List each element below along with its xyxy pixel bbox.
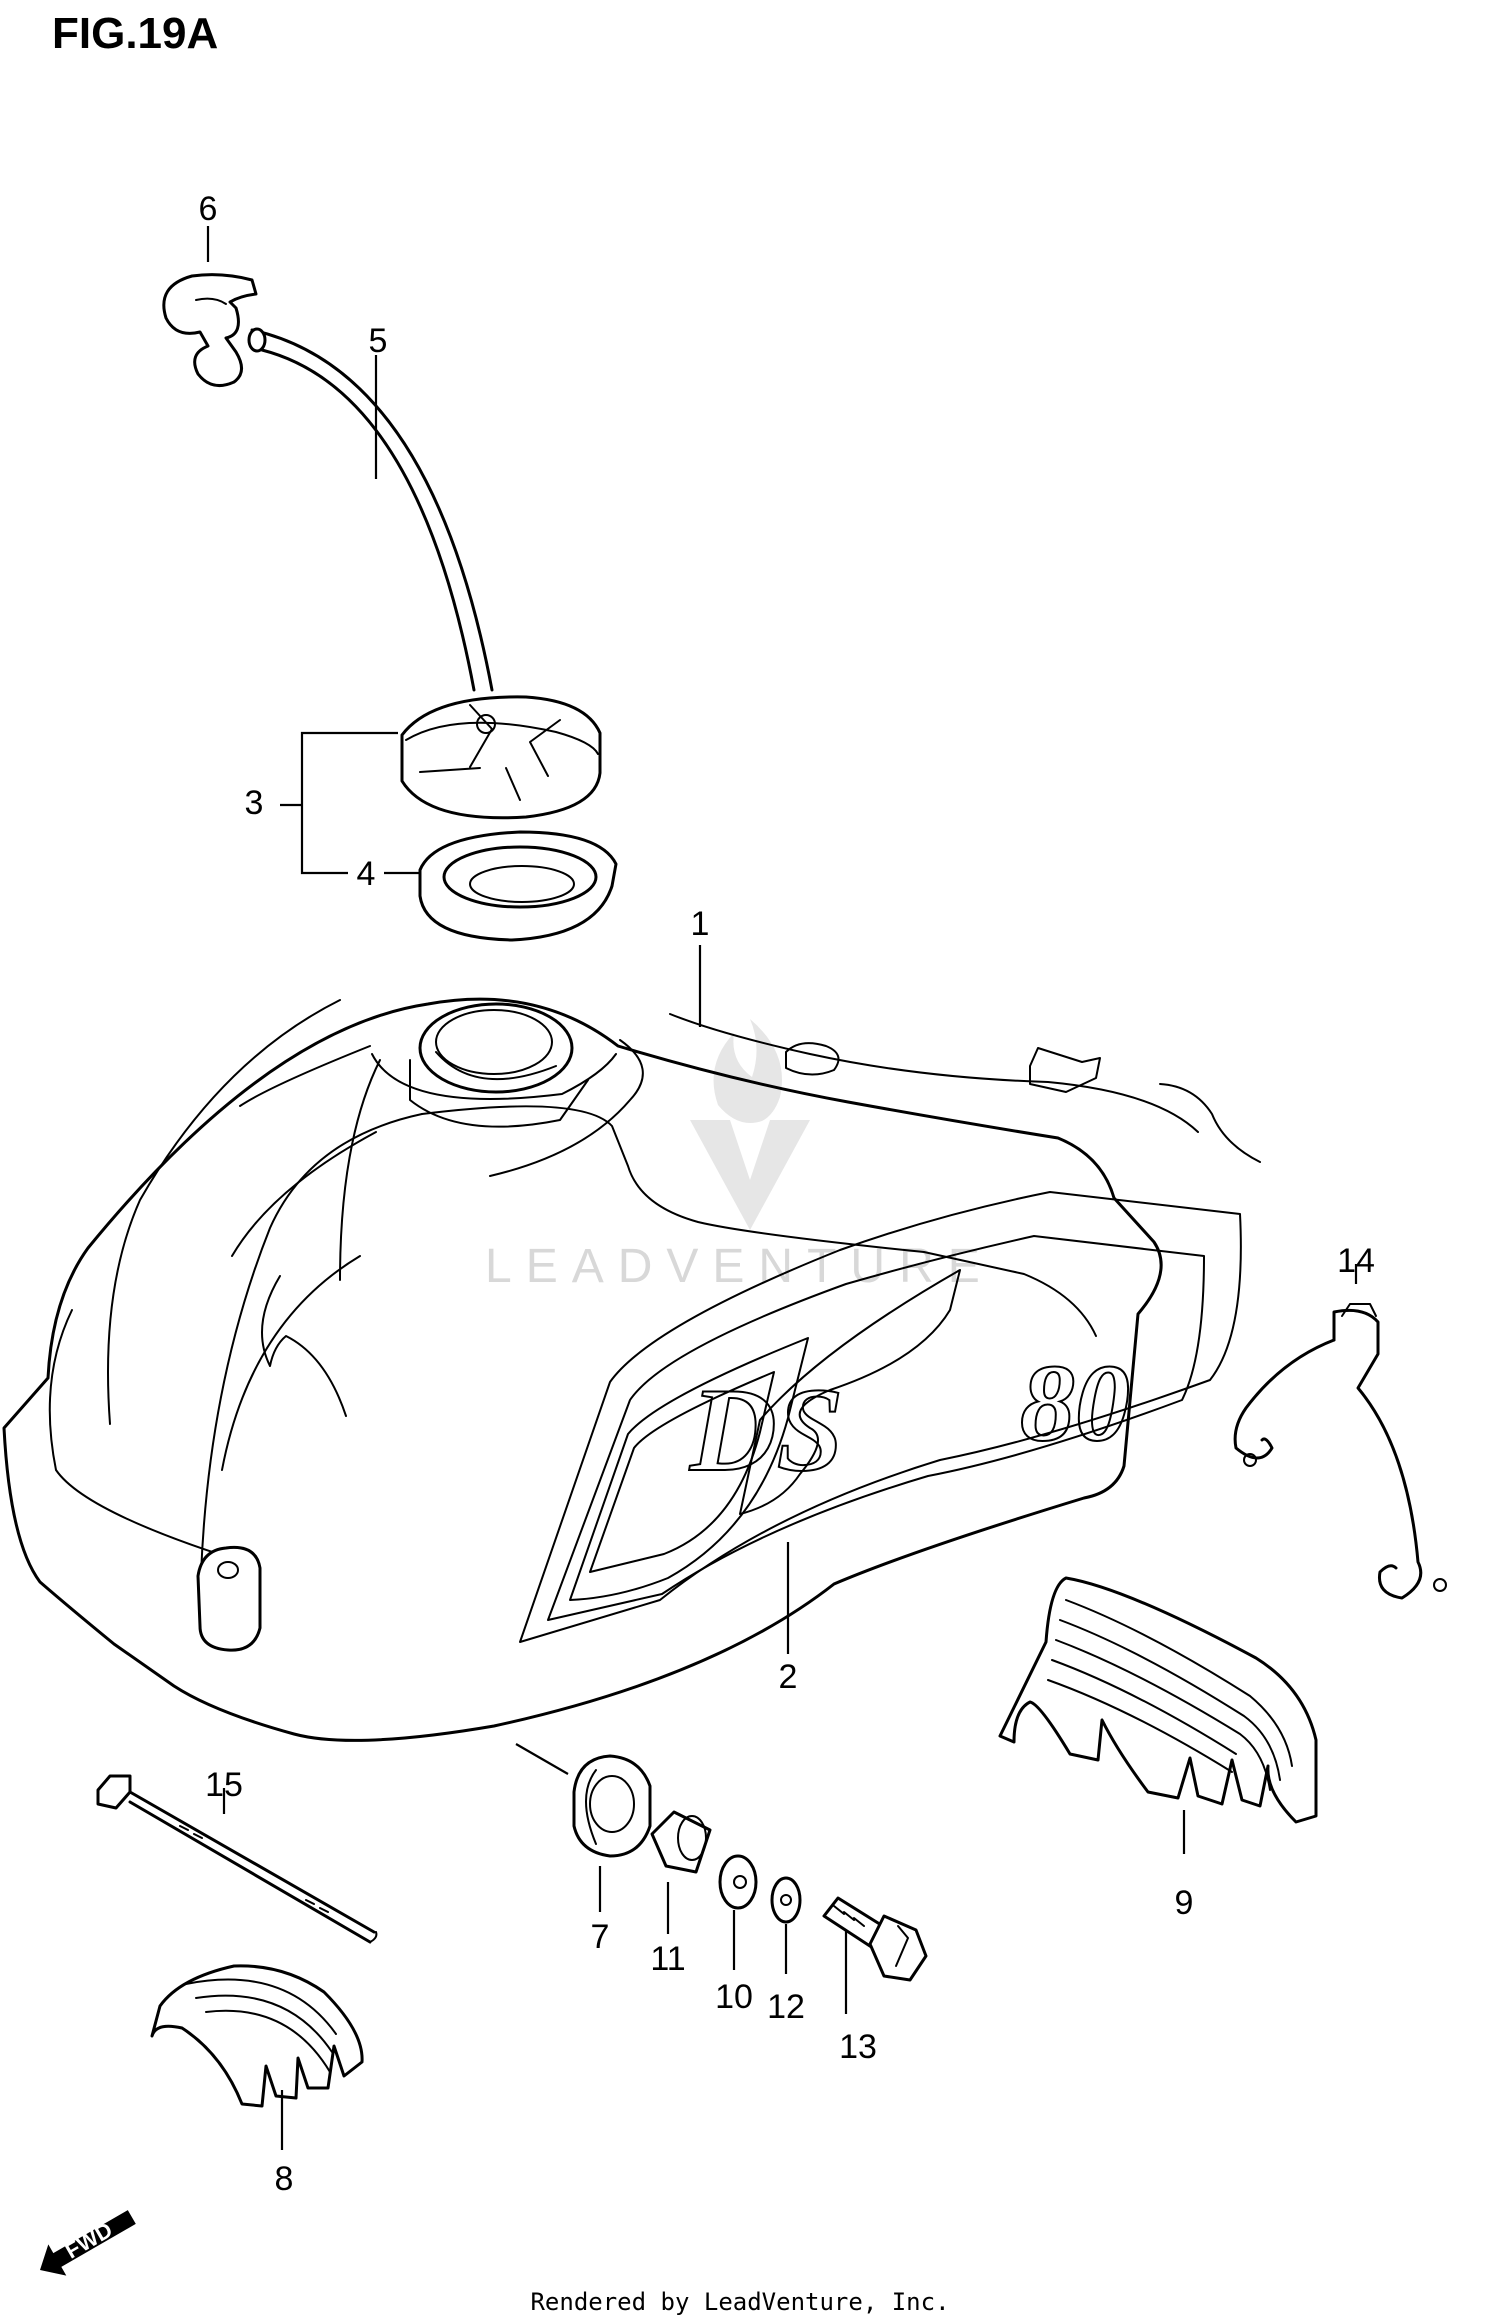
mounting-bolt bbox=[822, 1896, 928, 1982]
tank-cushion-rear bbox=[998, 1576, 1318, 1824]
tank-strap-bracket bbox=[1233, 1303, 1447, 1600]
callout-3: 3 bbox=[245, 784, 264, 822]
breather-hose bbox=[247, 327, 494, 692]
watermark-text: LEADVENTURE bbox=[485, 1240, 994, 1293]
washer-small bbox=[770, 1876, 802, 1924]
callout-12: 12 bbox=[767, 1988, 805, 2026]
footer-credit: Rendered by LeadVenture, Inc. bbox=[530, 2288, 949, 2316]
callout-10: 10 bbox=[715, 1978, 753, 2016]
tank-decal-size: 80 bbox=[1020, 1342, 1130, 1464]
cap-gasket bbox=[418, 830, 618, 942]
hose-clamp bbox=[162, 273, 258, 388]
tank-decal-model: DS bbox=[689, 1363, 843, 1496]
callout-14: 14 bbox=[1337, 1242, 1375, 1280]
fuel-cap bbox=[400, 695, 602, 820]
callout-8: 8 bbox=[275, 2160, 294, 2198]
tank-cushion-front bbox=[150, 1964, 364, 2108]
callout-15: 15 bbox=[205, 1766, 243, 1804]
mounting-grommet bbox=[572, 1754, 652, 1858]
spacer-collar bbox=[650, 1810, 712, 1874]
callout-bracket bbox=[280, 731, 420, 875]
callout-11: 11 bbox=[650, 1940, 685, 1978]
fwd-arrow-icon: FWD bbox=[40, 2210, 136, 2276]
callout-2: 2 bbox=[779, 1658, 798, 1696]
cable-tie bbox=[96, 1774, 378, 1944]
callout-5: 5 bbox=[369, 322, 388, 360]
washer-large bbox=[718, 1854, 758, 1910]
callout-9: 9 bbox=[1175, 1884, 1194, 1922]
fuel-tank: DS 80 bbox=[2, 997, 1261, 1742]
callout-4: 4 bbox=[357, 855, 376, 893]
figure-title: FIG.19A bbox=[52, 9, 218, 58]
callout-7: 7 bbox=[591, 1918, 610, 1956]
callout-1: 1 bbox=[691, 905, 710, 943]
callout-6: 6 bbox=[199, 190, 218, 228]
leader-lines bbox=[206, 226, 1358, 2150]
callout-13: 13 bbox=[839, 2028, 877, 2066]
